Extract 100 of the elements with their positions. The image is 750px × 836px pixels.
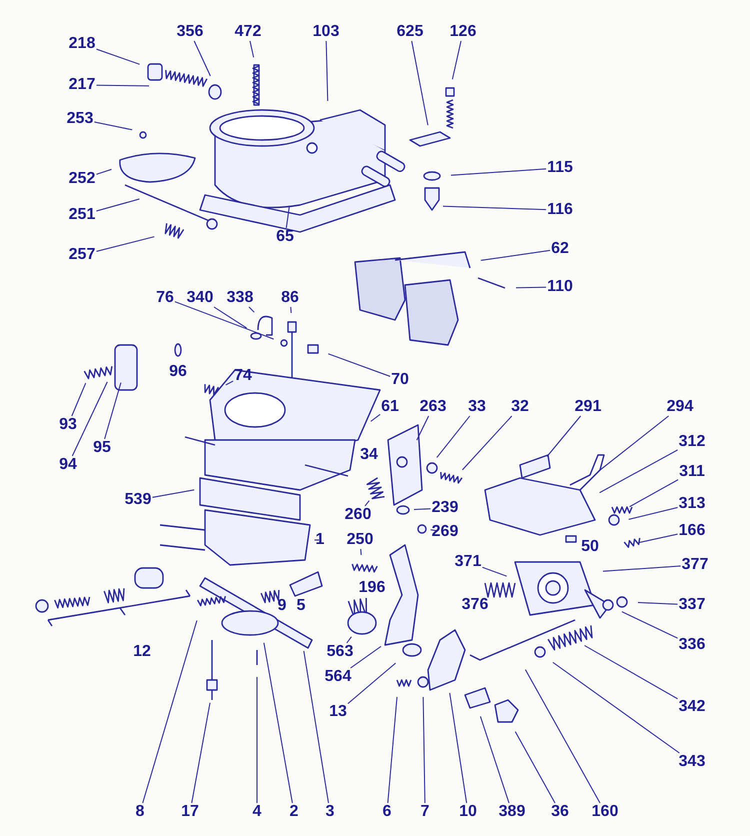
leader-line — [303, 650, 329, 804]
callout-number: 312 — [678, 433, 706, 451]
callout-number: 253 — [66, 110, 94, 128]
leader-line — [191, 702, 210, 804]
leader-line — [364, 500, 370, 506]
callout-number: 563 — [326, 643, 354, 661]
callout-number: 218 — [68, 35, 96, 53]
callout-number: 9 — [276, 597, 288, 615]
callout-number: 311 — [678, 463, 706, 481]
callout-number: 260 — [344, 506, 372, 524]
leader-line — [628, 507, 678, 520]
leader-line — [326, 40, 328, 102]
leader-line — [516, 286, 547, 288]
leader-line — [286, 205, 290, 228]
callout-number: 7 — [420, 803, 430, 821]
callout-number: 291 — [574, 398, 602, 416]
callout-number: 50 — [580, 538, 600, 556]
callout-number: 250 — [346, 531, 374, 549]
leader-line — [194, 40, 211, 76]
callout-number: 103 — [312, 23, 340, 41]
callout-number: 61 — [380, 398, 400, 416]
leader-line — [256, 676, 258, 804]
callout-number: 257 — [68, 246, 96, 264]
callout-number: 342 — [678, 698, 706, 716]
callout-number: 251 — [68, 206, 96, 224]
leader-line — [104, 382, 122, 440]
leader-line — [94, 122, 133, 130]
leader-line — [225, 380, 234, 386]
callout-number: 86 — [280, 289, 300, 307]
leader-line — [360, 548, 362, 556]
leader-line — [416, 416, 430, 441]
callout-number: 217 — [68, 76, 96, 94]
callout-number: 252 — [68, 170, 96, 188]
callout-number: 356 — [176, 23, 204, 41]
callout-number: 8 — [134, 803, 146, 821]
leader-line — [96, 198, 140, 212]
leader-line — [480, 250, 551, 261]
callout-number: 116 — [546, 201, 574, 219]
callout-number: 376 — [460, 596, 490, 614]
leader-line — [452, 40, 462, 80]
callout-number: 263 — [418, 398, 448, 416]
callout-number: 337 — [678, 596, 706, 614]
callout-number: 377 — [680, 556, 710, 574]
callout-number: 110 — [546, 278, 574, 296]
callout-number: 625 — [396, 23, 424, 41]
callout-number: 36 — [550, 803, 570, 821]
leader-line — [480, 716, 510, 804]
leader-line — [72, 381, 108, 456]
callout-number: 65 — [275, 228, 295, 246]
callout-number: 336 — [678, 636, 706, 654]
leader-line — [638, 602, 678, 605]
callout-number: 115 — [546, 159, 574, 177]
callout-number: 196 — [358, 579, 386, 597]
callout-number: 3 — [324, 803, 336, 821]
leader-line — [96, 168, 112, 175]
leader-line — [328, 353, 391, 377]
callout-number: 1 — [314, 531, 326, 549]
leader-line — [450, 168, 547, 176]
leader-line — [422, 696, 426, 804]
callout-number: 96 — [168, 363, 188, 381]
leader-line — [347, 662, 396, 704]
leader-line — [449, 692, 468, 804]
callout-number: 4 — [252, 803, 262, 821]
leader-line — [350, 646, 382, 668]
leader-line — [290, 306, 292, 314]
callout-number: 34 — [359, 446, 379, 464]
callout-number: 160 — [590, 803, 620, 821]
leader-line — [214, 306, 248, 329]
leader-line — [629, 479, 679, 508]
leader-line — [584, 645, 678, 700]
leader-line — [411, 40, 428, 126]
callout-number: 343 — [678, 753, 706, 771]
callout-number: 74 — [233, 367, 253, 385]
callout-number: 126 — [448, 23, 478, 41]
leader-line — [546, 416, 582, 457]
leader-line — [71, 382, 86, 416]
callout-number: 70 — [390, 371, 410, 389]
leader-line — [414, 508, 432, 510]
callout-number: 76 — [155, 289, 175, 307]
callout-number: 6 — [382, 803, 392, 821]
callout-number: 2 — [288, 803, 300, 821]
leader-line — [552, 662, 680, 754]
callout-number: 10 — [458, 803, 478, 821]
leader-line — [621, 611, 678, 639]
callout-number: 93 — [58, 416, 78, 434]
leader-line — [524, 669, 600, 804]
leader-line — [598, 416, 670, 472]
callout-number: 389 — [498, 803, 526, 821]
callout-number: 17 — [180, 803, 200, 821]
leader-line — [152, 489, 195, 498]
leader-line — [638, 534, 678, 544]
leader-line — [370, 414, 381, 422]
callout-number: 166 — [678, 522, 706, 540]
leader-line — [96, 236, 155, 252]
callout-number: 13 — [328, 703, 348, 721]
leader-line — [430, 529, 438, 532]
callout-number: 62 — [550, 240, 570, 258]
leader-line — [346, 636, 352, 644]
leader-line — [142, 620, 198, 804]
leader-line — [174, 301, 274, 340]
